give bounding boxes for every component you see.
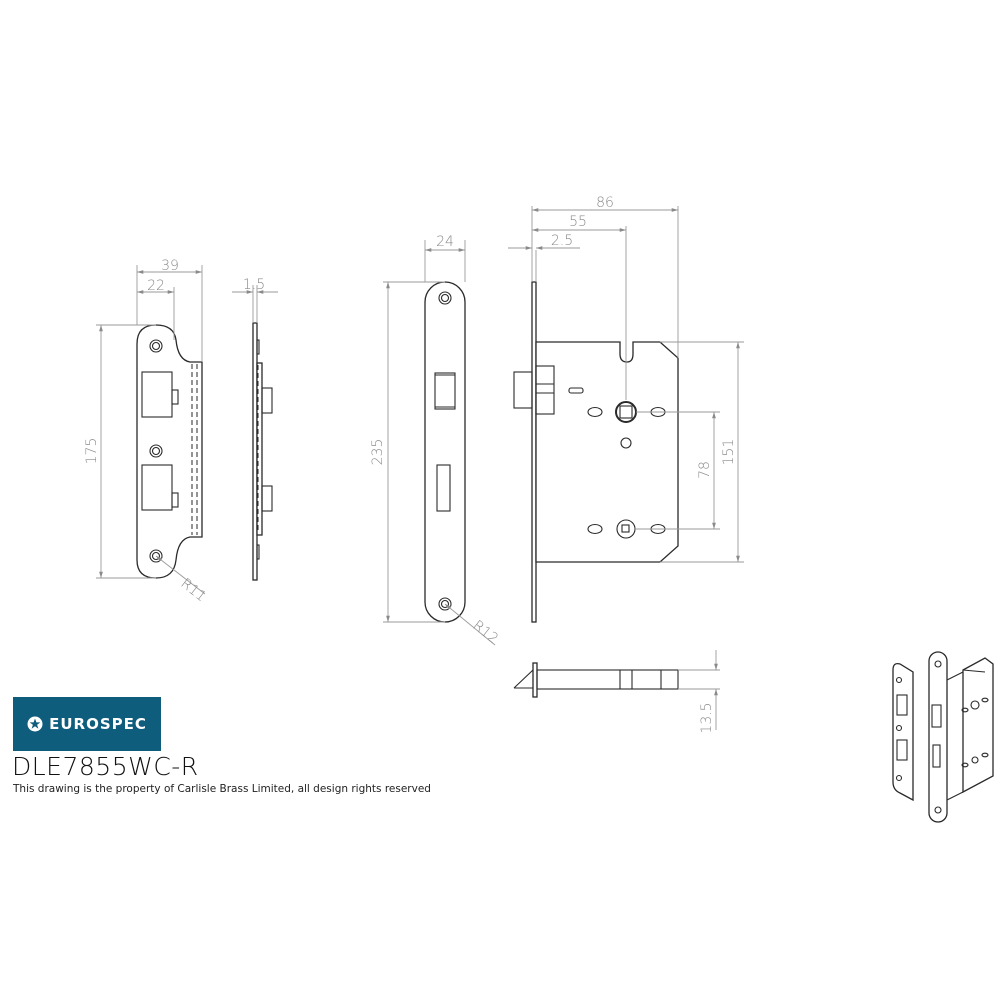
strike-plate-front-view: 39 22 175 R11 [84,258,209,605]
forend-front-view: 24 235 R12 [370,234,501,647]
lock-body-side-view: 86 55 2.5 78 151 [508,195,744,623]
eurospec-logo: EUROSPEC [13,697,161,751]
isometric-preview [892,651,994,823]
model-number: DLE7855WC-R [12,752,199,781]
dim-case-depth: 86 [596,195,614,211]
dim-forend-width: 24 [436,234,454,250]
dim-centres: 78 [697,461,713,479]
brand-name: EUROSPEC [49,715,147,733]
dim-backset: 55 [569,214,587,230]
dim-case-height: 151 [721,439,737,466]
dim-strike-radius: R11 [178,576,210,606]
dim-strike-height: 175 [84,438,100,465]
dim-strike-thickness: 1.5 [243,277,265,293]
strike-plate-side-view: 1.5 [232,277,278,581]
dim-strike-width: 39 [161,258,179,274]
dim-forend-radius: R12 [470,618,502,648]
dim-strike-lip: 22 [147,278,165,294]
dim-case-thickness: 13.5 [699,702,715,733]
lock-body-bottom-view: 13.5 [513,650,720,734]
star-circle-icon [27,716,43,732]
dim-forend-height: 235 [370,439,386,466]
dim-forend-thickness: 2.5 [551,233,573,249]
copyright-notice: This drawing is the property of Carlisle… [13,783,431,795]
